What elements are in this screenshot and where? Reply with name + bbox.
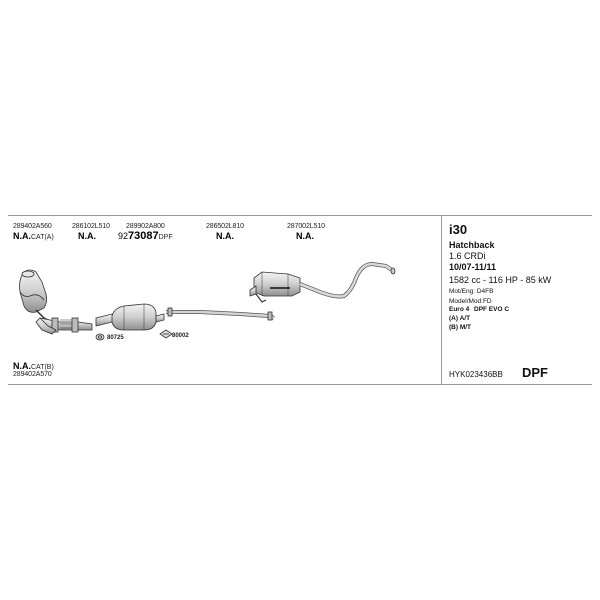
vehicle-model: i30 [449, 222, 468, 237]
gasket-label: 80725 [107, 335, 124, 341]
vehicle-power: 1582 cc - 116 HP - 85 kW [449, 275, 552, 285]
vehicle-transmission-a: (A) A/T [449, 315, 471, 322]
part-status-1: N.A.CAT(A) [13, 231, 54, 241]
part-ref-3: 9273087DPF [118, 230, 173, 242]
vehicle-body: Hatchback [449, 240, 495, 250]
column-divider [441, 215, 442, 384]
front-pipe-shape [39, 317, 93, 333]
kit-code: HYK023436BB [449, 370, 503, 379]
vehicle-mot-eng: Mot/Eng: D4FB [449, 288, 494, 295]
part-number-4: 286502L810 [206, 223, 244, 230]
part-number-5: 287002L510 [287, 223, 325, 230]
catalyst-b-shape [35, 317, 57, 335]
part-status-2: N.A. [78, 231, 96, 241]
vehicle-model-mod: Model/Mod:FD [449, 298, 492, 305]
gasket-shape [95, 333, 105, 341]
catalyst-a-shape [19, 269, 53, 323]
middle-pipe-shape [166, 307, 275, 321]
clamp-label: 80002 [172, 333, 189, 339]
dpf-badge: DPF [522, 365, 548, 380]
vehicle-period: 10/07-11/11 [449, 262, 497, 272]
dpf-shape [111, 303, 165, 331]
table-frame [8, 215, 592, 385]
rear-silencer-shape [249, 271, 301, 303]
part-number-2: 286102L510 [72, 223, 110, 230]
part-status-5: N.A. [296, 231, 314, 241]
vehicle-engine: 1.6 CRDi [449, 251, 486, 261]
tail-pipe-shape [299, 261, 396, 299]
vehicle-dpf-evo: DPF EVO C [474, 306, 510, 313]
vehicle-transmission-b: (B) M/T [449, 324, 472, 331]
part-number-1: 289402A560 [13, 223, 52, 230]
part-status-6: N.A.CAT(B) [13, 361, 54, 371]
part-number-6: 289402A570 [13, 371, 52, 378]
part-number-3: 289902A800 [126, 223, 165, 230]
part-status-4: N.A. [216, 231, 234, 241]
vehicle-euro: Euro 4 [449, 306, 470, 313]
clamp-shape [159, 329, 173, 339]
